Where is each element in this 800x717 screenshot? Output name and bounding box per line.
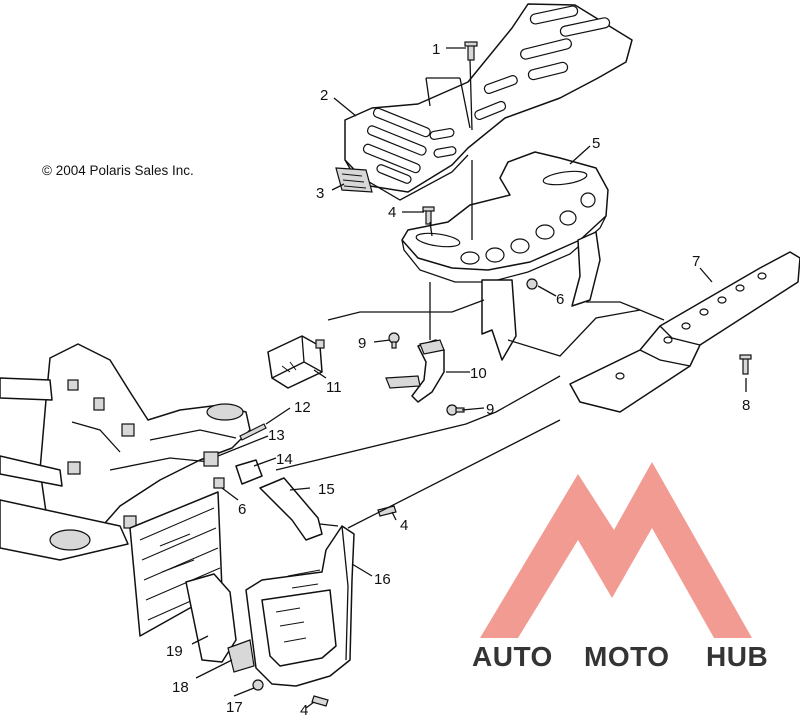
callout-9-lower: 9 [486, 401, 494, 418]
callout-18: 18 [172, 679, 189, 696]
callout-4-bottom: 4 [300, 702, 308, 717]
callout-4-middle: 4 [400, 517, 408, 534]
nut-part-13 [203, 451, 219, 467]
callout-12: 12 [294, 399, 311, 416]
callout-19: 19 [166, 643, 183, 660]
callout-17: 17 [226, 699, 243, 716]
callout-1: 1 [432, 41, 440, 58]
callout-6-upper: 6 [556, 291, 564, 308]
cover-part-15 [259, 477, 323, 541]
watermark-text-hub: HUB [706, 641, 768, 672]
bolt-part-9-upper [388, 332, 400, 349]
guard-part-16 [245, 525, 355, 687]
bolt-part-4-bottom [311, 695, 329, 707]
watermark-triangle-logo [480, 462, 752, 638]
callout-6-lower: 6 [238, 501, 246, 518]
bracket-part-10 [385, 339, 445, 403]
copyright-notice: © 2004 Polaris Sales Inc. [42, 163, 194, 178]
label-plate-part-3 [335, 167, 373, 193]
watermark-text-moto: MOTO [584, 641, 669, 672]
bolt-part-8 [739, 354, 752, 375]
callout-3: 3 [316, 185, 324, 202]
rack-mount-part-5 [401, 151, 609, 361]
bolt-part-12 [239, 423, 267, 441]
leader-lines [191, 47, 747, 709]
callout-16: 16 [374, 571, 391, 588]
automotohub-watermark: AUTO MOTO HUB [472, 462, 768, 672]
vehicle-frame [0, 343, 251, 561]
callout-10: 10 [470, 365, 487, 382]
bracket-part-18 [227, 639, 255, 673]
rack-tray-part-2 [344, 3, 633, 201]
callout-labels: 1 2 3 4 5 6 7 8 9 10 9 11 12 13 14 6 15 … [166, 41, 750, 717]
callout-7: 7 [692, 253, 700, 270]
callout-14: 14 [276, 451, 293, 468]
bolt-part-9-lower [446, 404, 465, 416]
callout-9-upper: 9 [358, 335, 366, 352]
callout-8: 8 [742, 397, 750, 414]
callout-13: 13 [268, 427, 285, 444]
callout-2: 2 [320, 87, 328, 104]
bolt-part-1 [464, 41, 478, 61]
bumper-part-7 [569, 251, 800, 413]
bracket-part-19 [185, 573, 237, 663]
callout-5: 5 [592, 135, 600, 152]
callout-11: 11 [326, 379, 342, 396]
spacer-part-14 [235, 459, 263, 485]
watermark-text-auto: AUTO [472, 641, 553, 672]
bolt-part-4-upper [422, 206, 435, 225]
nut-part-17 [252, 679, 264, 691]
light-part-11 [267, 335, 325, 389]
callout-15: 15 [318, 481, 335, 498]
nut-part-6-upper [526, 278, 538, 290]
nut-part-6-lower [213, 477, 225, 489]
callout-4-upper: 4 [388, 204, 396, 221]
